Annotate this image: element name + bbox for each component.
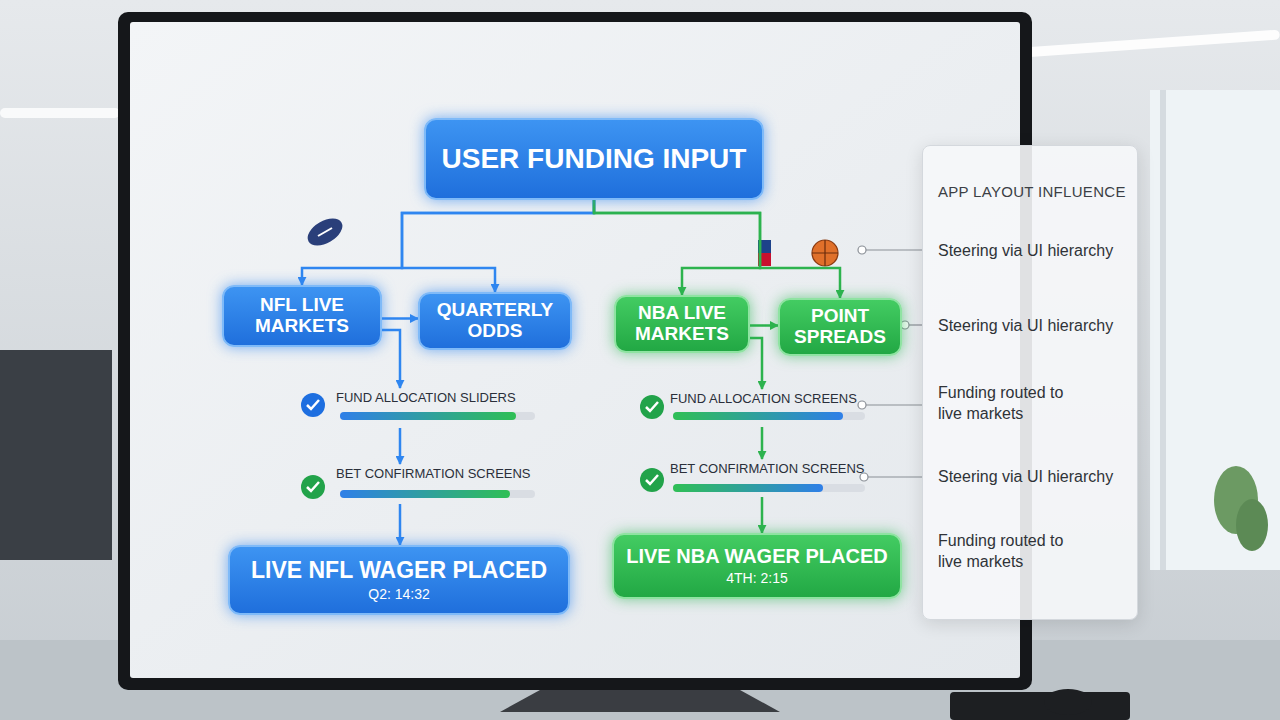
flow-arrow: [399, 428, 402, 464]
flow-arrow: [382, 317, 418, 320]
check-icons: [301, 393, 664, 499]
progress-track: [340, 412, 535, 420]
progress-bars: [340, 412, 865, 498]
checklist-step: FUND ALLOCATION SCREENS: [670, 389, 880, 427]
check-mark: [307, 482, 319, 491]
league-logo: [758, 240, 771, 266]
node-label: USER FUNDING INPUT: [442, 144, 747, 174]
monitor-bezel: [118, 12, 1032, 690]
funding-input-box: USER FUNDING INPUT: [424, 118, 764, 200]
node-label: NFL LIVE MARKETS: [232, 295, 372, 336]
node-label: QUARTERLY ODDS: [428, 300, 562, 341]
leader-dot: [858, 246, 866, 254]
leader-line: [868, 476, 922, 477]
panel-item: Funding routed to live markets: [938, 383, 1088, 425]
football-lace: [318, 228, 332, 236]
progress-fill: [673, 484, 823, 492]
progress-track: [340, 490, 535, 498]
wager-box: LIVE NFL WAGER PLACED Q2: 14:32: [228, 545, 570, 615]
basketball-icon: [812, 240, 838, 266]
influence-panel: APP LAYOUT INFLUENCE Steering via UI hier…: [922, 145, 1138, 620]
league-logo: [758, 240, 771, 253]
node-label: POINT SPREADS: [788, 306, 892, 347]
check-icon: [640, 395, 664, 419]
odds-box: POINT SPREADS: [778, 298, 902, 356]
window-frame: [1160, 90, 1166, 570]
check-icon: [301, 393, 325, 417]
leader-lines: [858, 246, 922, 481]
node-label: LIVE NFL WAGER PLACED: [251, 558, 547, 583]
progress-fill: [340, 490, 510, 498]
background-monitor: [0, 350, 112, 560]
node-label: BET CONFIRMATION SCREENS: [670, 461, 880, 476]
window: [1150, 90, 1280, 570]
basketball-icon: [812, 240, 838, 266]
game-clock: 4TH: 2:15: [726, 571, 787, 586]
keyboard: [950, 692, 1130, 720]
node-label: FUND ALLOCATION SCREENS: [670, 391, 880, 406]
panel-heading: APP LAYOUT INFLUENCE: [938, 182, 1133, 202]
check-mark: [646, 475, 658, 484]
league-logo: [758, 253, 771, 266]
node-label: NBA LIVE MARKETS: [624, 303, 740, 344]
wager-box: LIVE NBA WAGER PLACED 4TH: 2:15: [612, 533, 902, 599]
flow-arrow: [302, 200, 594, 285]
basketball-seam: [812, 240, 838, 266]
flow-arrow: [399, 504, 402, 545]
panel-item: Steering via UI hierarchy: [938, 241, 1138, 262]
flow-arrow: [750, 338, 762, 389]
odds-box: QUARTERLY ODDS: [418, 292, 572, 350]
leader-dot: [858, 401, 866, 409]
node-label: FUND ALLOCATION SLIDERS: [336, 390, 551, 405]
progress-fill: [673, 412, 843, 420]
check-icon: [640, 468, 664, 492]
progress-track: [673, 412, 865, 420]
monitor-screen: [130, 22, 1020, 678]
flow-arrow: [402, 200, 594, 292]
flow-arrow: [594, 200, 840, 298]
football-icon: [303, 213, 347, 251]
football-icon: [303, 213, 347, 251]
leader-line: [866, 404, 922, 405]
flow-arrow: [750, 324, 778, 327]
leader-line: [866, 249, 922, 250]
market-box: NBA LIVE MARKETS: [614, 295, 750, 353]
node-label: BET CONFIRMATION SCREENS: [336, 466, 551, 481]
check-mark: [307, 400, 319, 409]
progress-fill: [340, 412, 516, 420]
check-icon: [301, 475, 325, 499]
node-label: LIVE NBA WAGER PLACED: [626, 546, 888, 568]
progress-track: [673, 484, 865, 492]
checklist-step: BET CONFIRMATION SCREENS: [670, 459, 880, 497]
panel-item: Steering via UI hierarchy: [938, 467, 1138, 488]
game-clock: Q2: 14:32: [368, 587, 430, 602]
flow-arrow: [382, 330, 400, 388]
monitor-stand: [500, 690, 780, 712]
panel-item: Steering via UI hierarchy: [938, 316, 1138, 337]
leader-line: [909, 324, 922, 325]
checklist-step: BET CONFIRMATION SCREENS: [336, 464, 551, 504]
ceiling-light: [0, 108, 120, 118]
leader-dot: [901, 321, 909, 329]
market-box: NFL LIVE MARKETS: [222, 285, 382, 347]
mouse: [1044, 689, 1092, 715]
checklist-step: FUND ALLOCATION SLIDERS: [336, 388, 551, 428]
check-mark: [646, 402, 658, 411]
flow-arrow: [761, 497, 764, 533]
plant: [1236, 499, 1268, 551]
flow-arrow: [594, 200, 760, 295]
panel-item: Funding routed to live markets: [938, 531, 1088, 573]
flow-arrow: [761, 427, 764, 459]
